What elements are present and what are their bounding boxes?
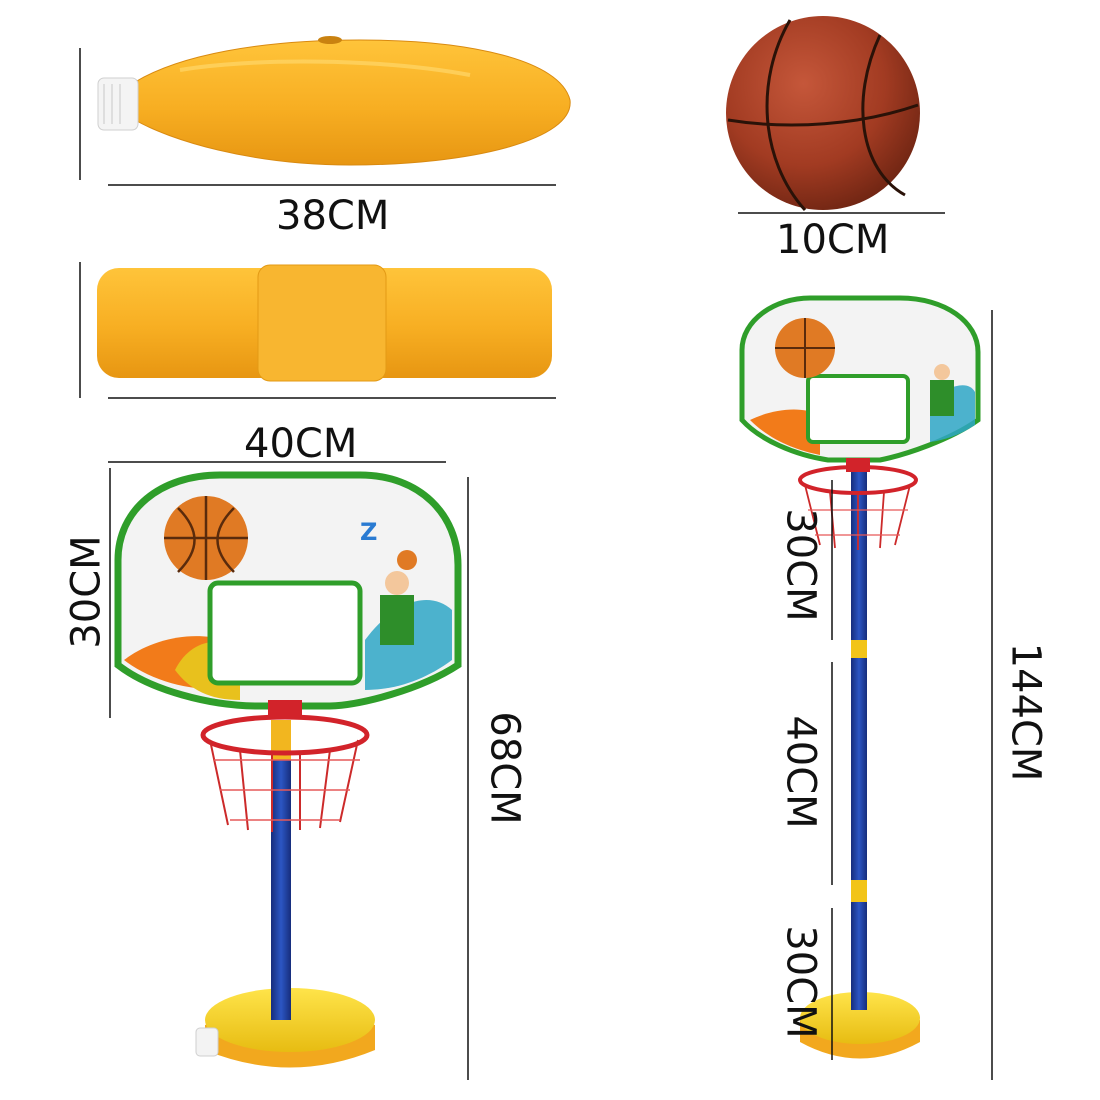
base-part-illustration (97, 36, 571, 166)
backboard-height-label: 30CM (63, 535, 110, 649)
short-stand-illustration: Z (114, 471, 462, 1068)
tall-bottom-section-label: 30CM (777, 925, 824, 1039)
tall-middle-section-label: 40CM (777, 715, 824, 829)
tall-total-height-label: 144CM (1002, 642, 1049, 782)
tube-length-label: 40CM (244, 421, 358, 467)
svg-text:Z: Z (360, 518, 377, 546)
basketball-illustration (726, 16, 920, 212)
short-stand-height-label: 68CM (481, 711, 528, 825)
ball-diameter-label: 10CM (776, 217, 890, 263)
tall-top-section-label: 30CM (777, 508, 824, 622)
base-width-label: 38CM (276, 193, 390, 239)
tall-stand-illustration (739, 295, 981, 1059)
pole-tube-illustration (97, 264, 552, 382)
